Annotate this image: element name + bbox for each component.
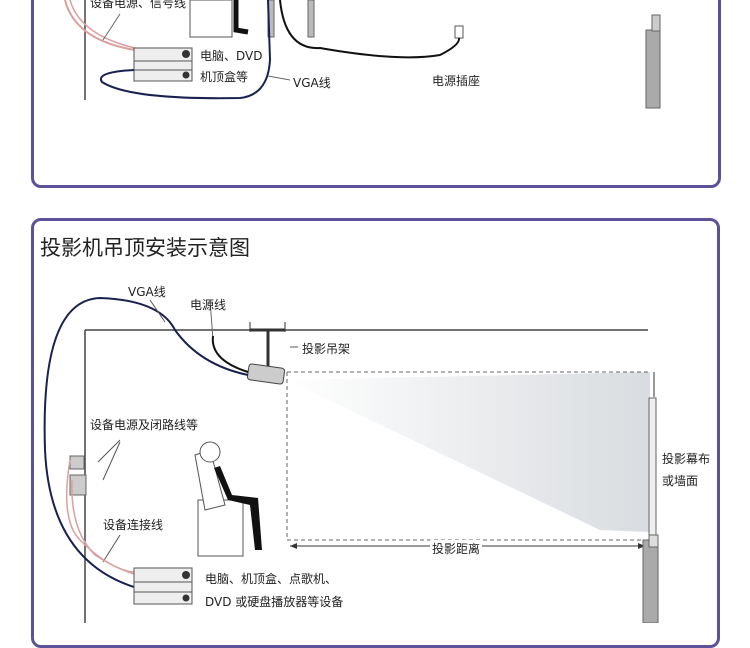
projection-screen [648, 397, 657, 536]
label-distance: 投影距离 [430, 540, 483, 557]
seated-person-icon [194, 441, 262, 557]
diagram-drawing [43, 0, 661, 623]
projection-beam [287, 372, 650, 532]
page-title: 投影机吊顶安装示意图 [40, 236, 250, 260]
label-outlet: 电源插座 [432, 74, 481, 88]
label-screen-1: 投影幕布 [662, 452, 711, 466]
label-connect: 设备连接线 [103, 518, 164, 532]
power-outlet-icon [454, 25, 464, 39]
ceiling-room [43, 296, 659, 623]
label-devices-1: 电脑、DVD [200, 49, 263, 63]
label-devices-1: 电脑、机顶盒、点歌机、 [205, 572, 338, 586]
projector-icon [246, 363, 286, 385]
label-wall-boxes: 设备电源及闭路线等 [90, 418, 199, 432]
av-devices-icon [133, 47, 193, 82]
top-room [64, 0, 661, 109]
label-devices-2: DVD 或硬盘播放器等设备 [205, 595, 344, 609]
label-mount: 投影吊架 [302, 342, 351, 356]
label-vga: VGA线 [293, 76, 331, 90]
label-vga: VGA线 [128, 285, 166, 299]
label-screen-2: 或墙面 [662, 474, 699, 488]
label-devices-2: 机顶盒等 [200, 70, 249, 84]
label-cables: 设备电源、信号线 [90, 0, 187, 10]
av-devices-icon [133, 567, 193, 605]
label-power: 电源线 [190, 298, 227, 312]
